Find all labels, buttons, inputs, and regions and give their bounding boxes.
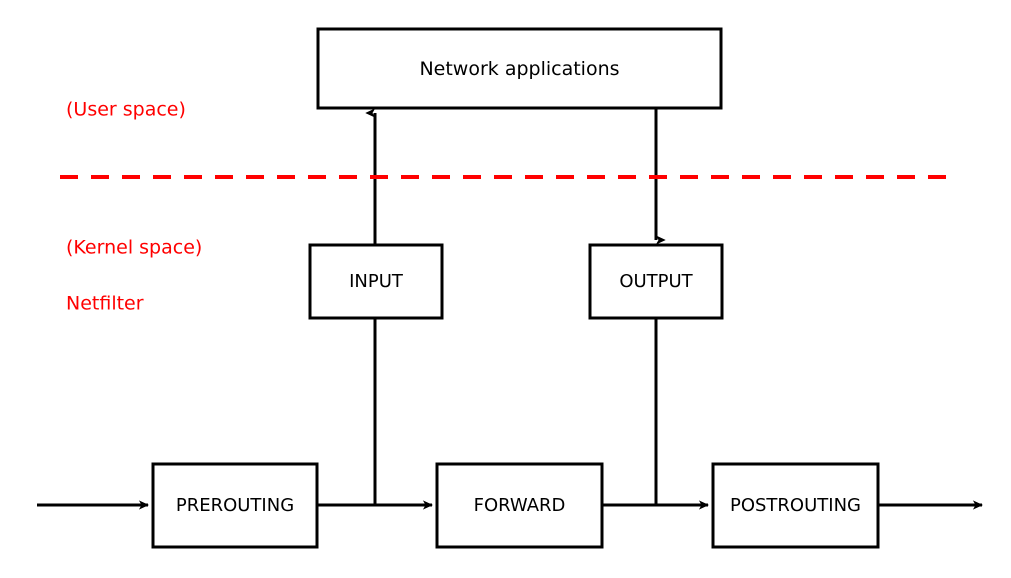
node-network-applications[interactable]: Network applications <box>316 27 723 110</box>
forward-box[interactable] <box>435 462 604 549</box>
node-postrouting[interactable]: POSTROUTING <box>711 462 880 549</box>
postrouting-box[interactable] <box>711 462 880 549</box>
kernel-space-label: (Kernel space) <box>66 237 202 259</box>
output-box[interactable] <box>588 243 724 320</box>
network-applications-box[interactable] <box>316 27 723 110</box>
node-input[interactable]: INPUT <box>308 243 444 320</box>
edge-layer <box>37 108 984 510</box>
postrouting-label: POSTROUTING <box>730 495 861 516</box>
user-space-label: (User space) <box>66 99 186 121</box>
output-label: OUTPUT <box>619 271 693 292</box>
input-box[interactable] <box>308 243 444 320</box>
prerouting-box[interactable] <box>151 462 319 549</box>
network-applications-label: Network applications <box>419 58 619 80</box>
box-layer: Network applications INPUT OUTPUT PREROU… <box>151 27 880 549</box>
prerouting-label: PREROUTING <box>176 495 294 516</box>
node-prerouting[interactable]: PREROUTING <box>151 462 319 549</box>
node-forward[interactable]: FORWARD <box>435 462 604 549</box>
input-label: INPUT <box>349 271 404 292</box>
forward-label: FORWARD <box>474 495 566 516</box>
node-output[interactable]: OUTPUT <box>588 243 724 320</box>
netfilter-label: Netfilter <box>66 293 144 315</box>
zone-label-layer: (User space) (Kernel space) Netfilter <box>66 99 202 315</box>
